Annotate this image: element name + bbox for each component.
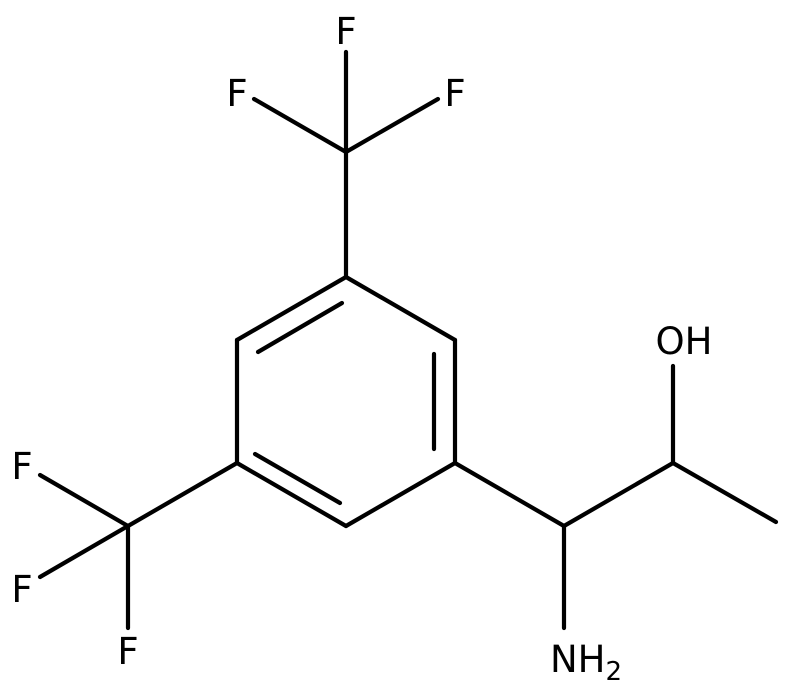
left-trifluoromethyl-group: F F F [11,445,240,673]
bond-beta-to-methyl [670,460,779,525]
bond-cf3-to-f-top-right [343,96,441,155]
hydroxyl-label: OH [656,320,713,363]
fluorine-label-top: F [335,10,356,53]
ring-double-bond-bottom-left [252,451,343,506]
bond-alpha-to-beta-carbon [561,460,676,529]
fluorine-label-left-bottom: F [117,630,138,673]
bond-cf3-to-f-top-left [251,96,349,155]
aminopropanol-side-chain: OH NH2 [452,320,779,686]
amine-label-subscript: 2 [606,657,623,686]
bond-cf3-to-f-left-top [37,472,131,529]
ring-bond-top-left [234,274,349,343]
ring-bond-top-right [343,274,458,343]
bond-ring-to-left-cf3 [125,460,240,529]
ring-bond-bottom-left [234,460,349,529]
top-trifluoromethyl-group: F F F [226,10,466,280]
benzene-ring [234,274,458,529]
fluorine-label-left-top: F [11,445,32,488]
bond-cf3-to-f-left-mid [37,523,131,580]
ring-double-bond-top-left [255,300,345,355]
amine-label: NH2 [550,638,622,686]
fluorine-label-left-mid: F [11,568,32,611]
ring-bond-bottom-right [343,460,458,529]
fluorine-label-top-right: F [444,72,465,115]
amine-label-main: NH [550,638,606,681]
fluorine-label-top-left: F [226,72,247,115]
bond-ring-to-alpha-carbon [452,460,567,529]
